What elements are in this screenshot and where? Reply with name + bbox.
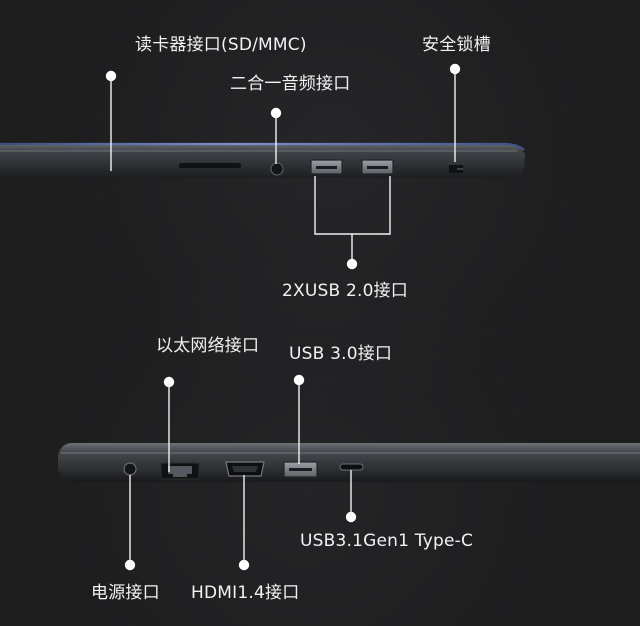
laptop-right-side-icon (0, 142, 525, 178)
security-slot-icon (449, 165, 463, 173)
power-label: 电源接口 (91, 583, 160, 603)
audio-jack-icon (270, 162, 284, 176)
card-reader-slot-icon (179, 163, 241, 168)
usb-c-label: USB3.1Gen1 Type-C (300, 531, 473, 551)
hdmi-label: HDMI1.4接口 (191, 583, 299, 603)
top-callouts (105, 63, 461, 270)
bottom-callouts (124, 374, 357, 571)
laptop-blue-edge (0, 142, 525, 151)
usb-c-port-icon (339, 463, 364, 471)
usb-2-callout-lines (314, 176, 391, 262)
laptop-left-side-icon (58, 442, 640, 482)
ethernet-port-inner-icon (168, 466, 192, 477)
usb-2-callout-dot (346, 258, 358, 270)
laptop-body (58, 443, 640, 482)
usb-2-label: 2XUSB 2.0接口 (282, 281, 408, 301)
usb-3-port-inner-icon (289, 468, 312, 471)
power-port-icon (123, 462, 137, 476)
hdmi-port-inner-icon (232, 466, 258, 472)
card-reader-label: 读卡器接口(SD/MMC) (135, 35, 307, 55)
laptop-body (0, 144, 525, 178)
usb-2-port-2-inner-icon (367, 166, 388, 169)
ethernet-label: 以太网络接口 (156, 336, 259, 356)
audio-combo-label: 二合一音频接口 (230, 74, 350, 94)
security-slot-label: 安全锁槽 (422, 35, 491, 55)
usb-2-port-1-inner-icon (316, 166, 337, 169)
usb-3-label: USB 3.0接口 (289, 344, 392, 364)
